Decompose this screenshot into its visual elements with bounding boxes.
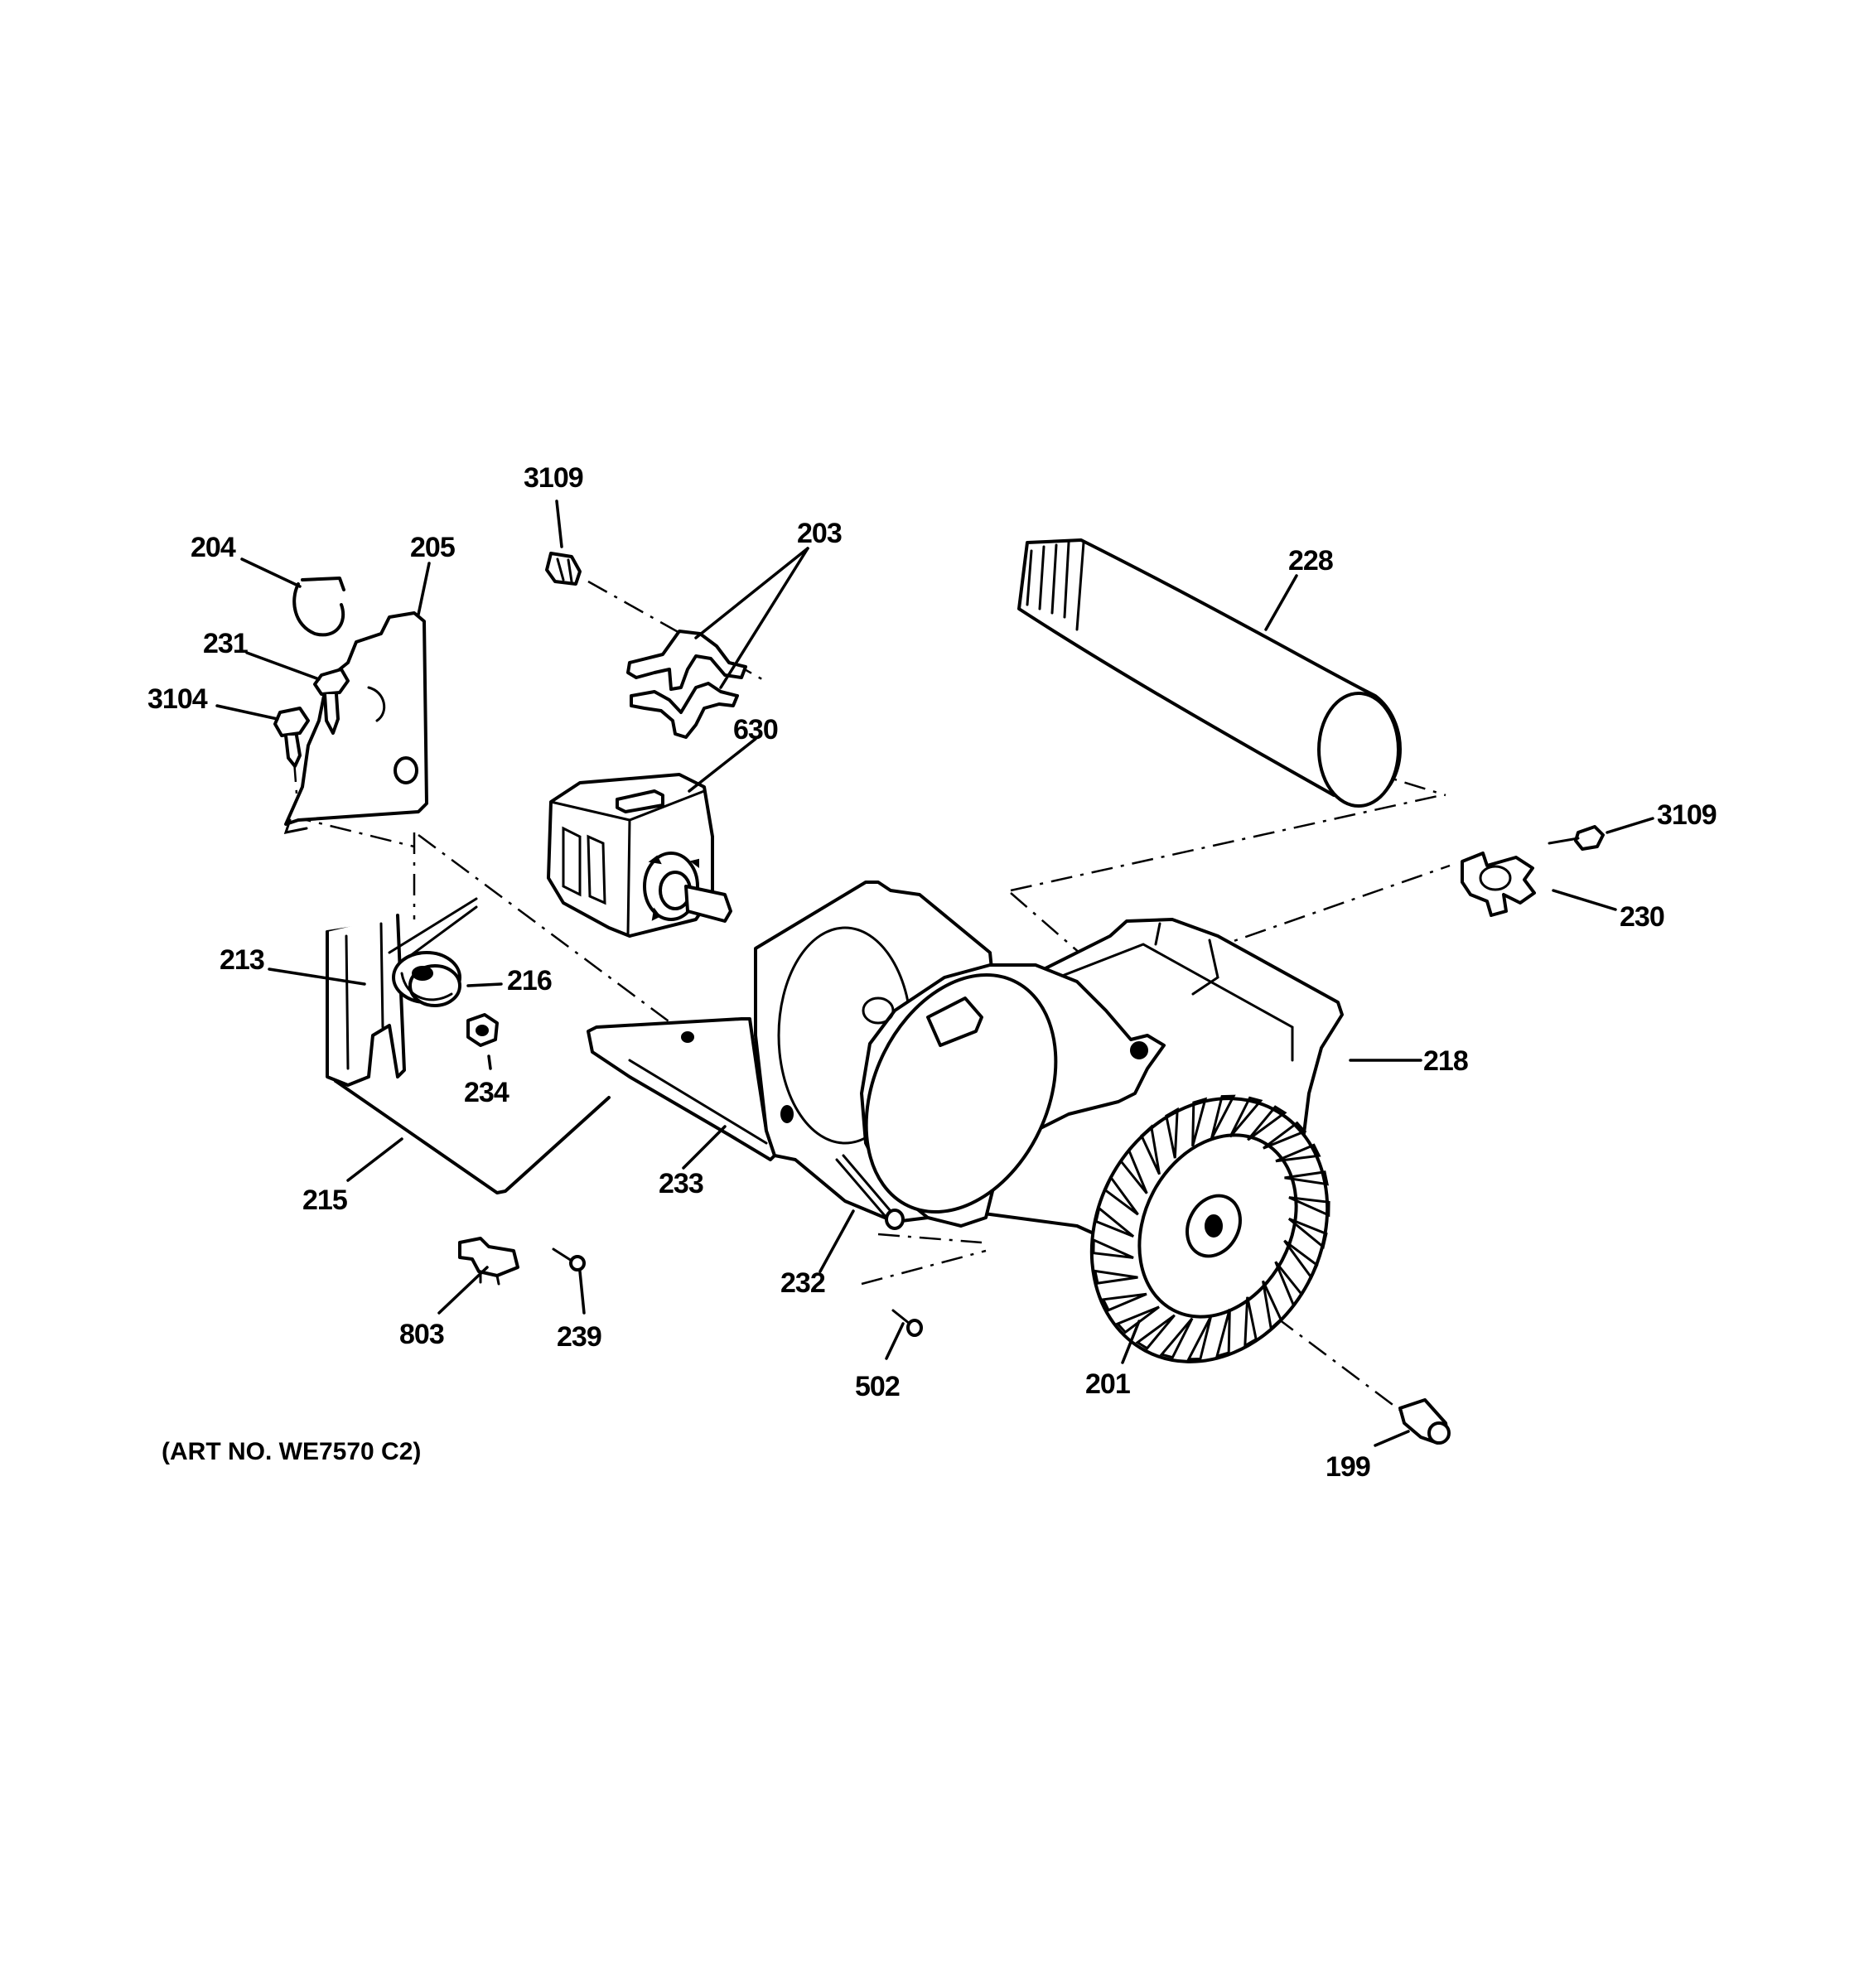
nut-234 xyxy=(466,1013,499,1047)
blower-blade xyxy=(1191,1097,1208,1147)
pulley-216 xyxy=(392,951,461,1007)
label-215: 215 xyxy=(302,1185,347,1216)
blower-blade xyxy=(1119,1147,1148,1194)
label-228: 228 xyxy=(1288,545,1333,577)
blower-blade xyxy=(1092,1238,1134,1259)
art-number: (ART NO. WE7570 C2) xyxy=(162,1438,421,1465)
clip-204 xyxy=(292,577,345,637)
duct-228 xyxy=(1017,538,1402,808)
screw-3104 xyxy=(273,707,310,768)
blower-blade xyxy=(1214,1308,1231,1358)
blower-blade xyxy=(1247,1105,1287,1141)
pin-232 xyxy=(835,1154,905,1230)
label-502: 502 xyxy=(855,1371,900,1402)
screw-502 xyxy=(891,1309,923,1337)
label-239: 239 xyxy=(557,1321,601,1353)
label-233: 233 xyxy=(659,1168,703,1199)
blower-blade xyxy=(1115,1305,1160,1334)
label-218: 218 xyxy=(1423,1045,1468,1077)
blower-blade xyxy=(1274,1261,1303,1308)
blower-blade xyxy=(1165,1107,1179,1159)
clips-203 xyxy=(626,630,747,739)
blower-blade xyxy=(1135,1314,1176,1350)
blower-blade xyxy=(1283,1239,1319,1281)
blower-blade xyxy=(1263,1121,1307,1150)
screw-239 xyxy=(552,1247,586,1271)
blower-blade xyxy=(1284,1170,1330,1186)
blower-blade xyxy=(1262,1280,1282,1331)
blower-blade xyxy=(1101,1292,1147,1312)
label-216: 216 xyxy=(507,965,552,996)
label-201: 201 xyxy=(1085,1368,1130,1400)
blower-blade xyxy=(1140,1124,1161,1175)
label-232: 232 xyxy=(780,1267,825,1299)
blower-blade xyxy=(1094,1206,1135,1238)
label-205: 205 xyxy=(410,532,455,563)
base-233 xyxy=(587,1017,776,1161)
motor-630 xyxy=(547,773,732,938)
blower-blade xyxy=(1159,1317,1194,1359)
blower-blade xyxy=(1103,1175,1139,1216)
leader-lines xyxy=(215,499,1654,1447)
label-630: 630 xyxy=(733,714,778,746)
label-3109-right: 3109 xyxy=(1657,799,1717,831)
label-3109-top: 3109 xyxy=(524,462,583,494)
blower-blade xyxy=(1093,1269,1138,1285)
screw-3109-right xyxy=(1548,825,1605,851)
label-204: 204 xyxy=(191,532,236,563)
blower-blade xyxy=(1186,1315,1213,1361)
blower-ring xyxy=(860,963,1166,1228)
bracket-205 xyxy=(283,611,428,834)
screw-231 xyxy=(313,668,350,735)
blower-blade xyxy=(1287,1217,1328,1249)
label-230: 230 xyxy=(1620,901,1664,933)
screw-3109-top xyxy=(545,552,582,586)
label-803: 803 xyxy=(399,1319,444,1350)
label-199: 199 xyxy=(1326,1451,1370,1483)
label-213: 213 xyxy=(220,944,264,976)
blower-blade xyxy=(1275,1143,1321,1163)
label-203: 203 xyxy=(797,518,842,549)
label-3104: 3104 xyxy=(147,683,208,715)
blower-wheel-201 xyxy=(1089,1094,1330,1363)
blower-blade xyxy=(1243,1296,1258,1349)
bolt-199 xyxy=(1398,1398,1451,1445)
label-231: 231 xyxy=(203,628,248,659)
blower-blade xyxy=(1210,1094,1236,1140)
blower-blade xyxy=(1229,1096,1263,1138)
bracket-230 xyxy=(1461,852,1536,917)
label-234: 234 xyxy=(464,1077,509,1108)
blower-blade xyxy=(1288,1196,1330,1218)
switch-803 xyxy=(458,1237,519,1286)
part-labels: 3109 204 205 203 228 231 3104 630 3109 2… xyxy=(147,462,1717,1483)
